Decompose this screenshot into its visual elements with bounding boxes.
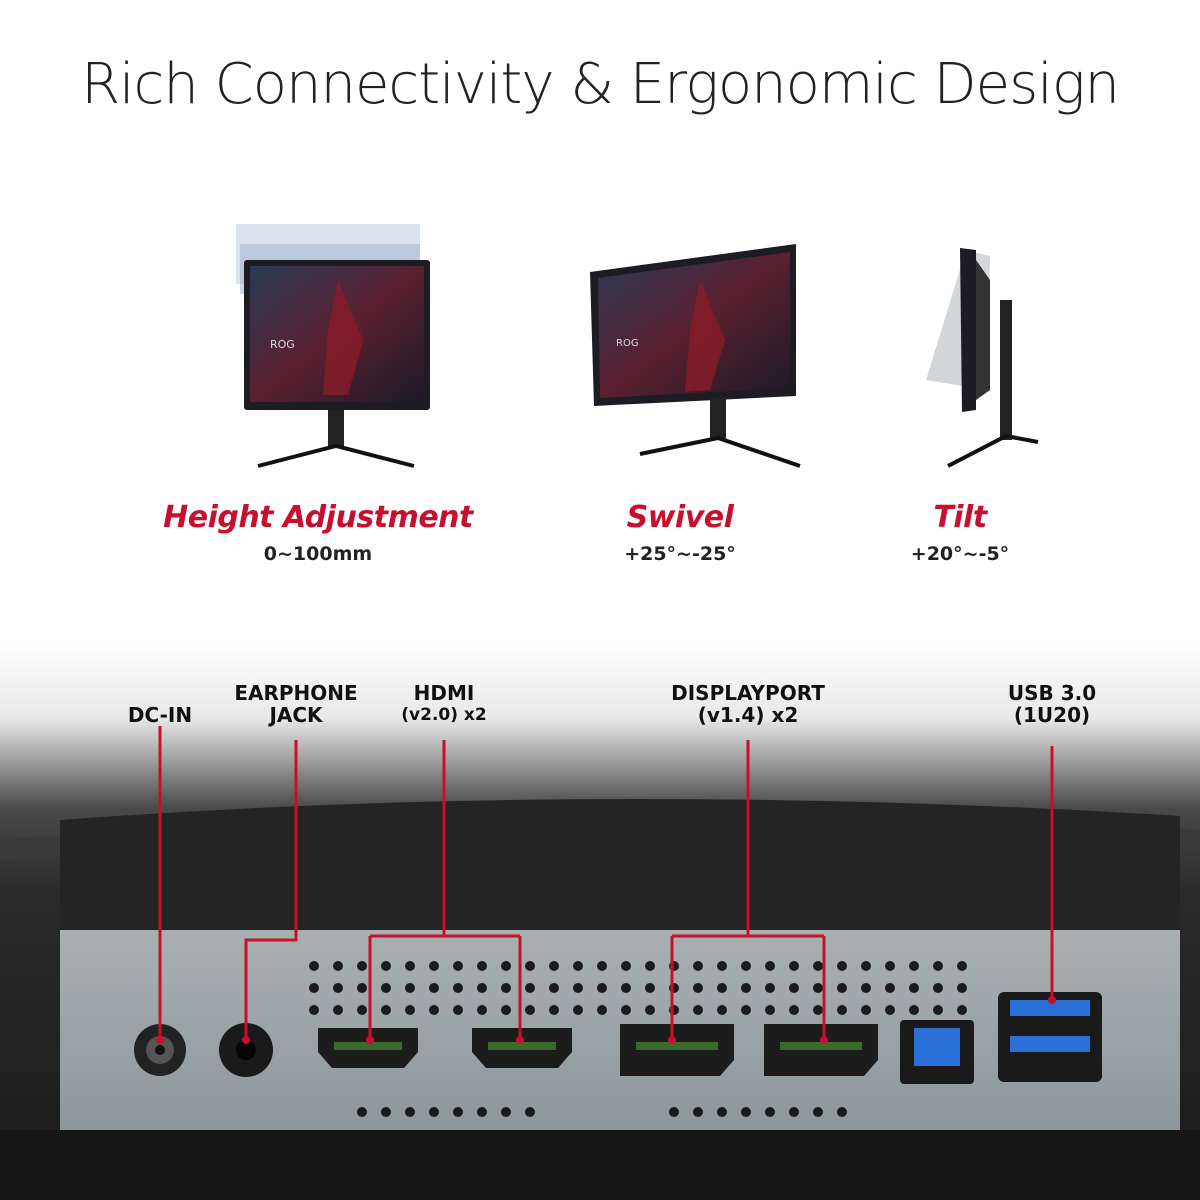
port-label-hdmi: HDMI (v2.0) x2 [384,682,504,726]
monitor-height-icon: ROG [236,224,430,468]
monitor-back-panel [0,640,1200,1200]
feature-swivel: ROG Swivel +25°~-25° [510,220,850,565]
port-label-line2: JACK [269,703,323,727]
port-label-line1: HDMI [413,681,475,705]
monitor-tilt-icon [926,248,1039,468]
feature-label: Height Adjustment [163,500,473,535]
usb-b-upstream-port [900,1020,974,1084]
hdmi-port [472,1028,572,1068]
port-label-line2: (v1.4) x2 [697,703,799,727]
feature-value: 0~100mm [263,543,373,565]
usb-a-ports [998,992,1102,1082]
monitor-swivel-icon: ROG [590,244,801,468]
feature-label: Tilt [933,500,987,535]
page-title: Rich Connectivity & Ergonomic Design [81,52,1120,117]
dc-in-port [134,1024,186,1076]
port-label-earphone: EARPHONE JACK [226,682,366,726]
port-label-usb: USB 3.0 (1U20) [992,682,1112,726]
port-label-displayport: DISPLAYPORT (v1.4) x2 [658,682,838,726]
feature-height-adjustment: ROG Height Adjustment 0~100mm [148,220,488,565]
port-label-line2: (1U20) [1013,703,1091,727]
feature-tilt: Tilt +20°~-5° [790,220,1130,565]
feature-value: +20°~-5° [910,543,1010,565]
port-label-line1: EARPHONE [234,681,358,705]
feature-label: Swivel [626,500,734,535]
svg-text:ROG: ROG [616,338,639,349]
port-label-line1: DC-IN [127,703,193,727]
port-label-line2: (v2.0) x2 [401,705,487,725]
port-label-line1: USB 3.0 [1007,681,1097,705]
displayport-port [764,1024,878,1076]
port-label-line1: DISPLAYPORT [671,681,825,705]
ports-panel: DC-IN EARPHONE JACK HDMI (v2.0) x2 DISPL… [0,640,1200,1200]
feature-value: +25°~-25° [624,543,736,565]
svg-text:ROG: ROG [270,338,295,351]
displayport-port [620,1024,734,1076]
port-label-dc-in: DC-IN [110,704,210,726]
earphone-jack-port [219,1023,273,1077]
hdmi-port [318,1028,418,1068]
